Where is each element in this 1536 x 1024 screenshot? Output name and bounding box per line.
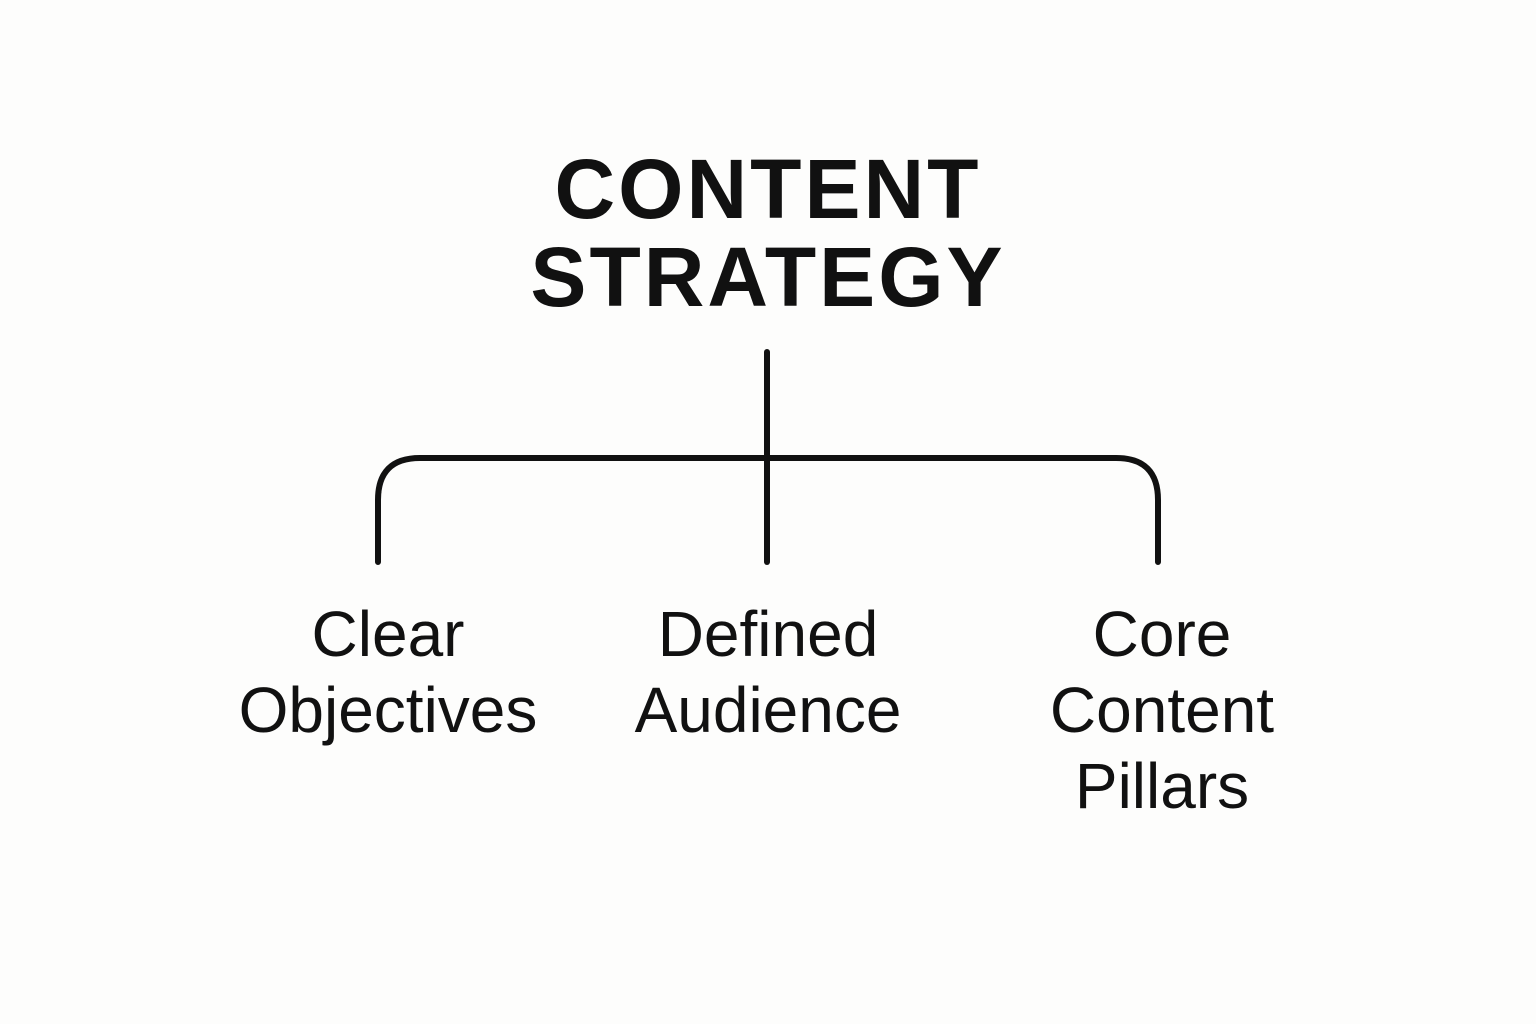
node-label-line: Core — [1092, 598, 1232, 670]
node-label-line: Pillars — [1074, 750, 1250, 822]
node-label-line: Objectives — [238, 674, 538, 746]
root-title-line-1: CONTENT — [554, 142, 982, 236]
node-label-line: Content — [1049, 674, 1275, 746]
branch-bracket — [375, 455, 1161, 565]
root-node-title: CONTENT STRATEGY — [368, 145, 1168, 321]
child-node-core-content-pillars: Core Content Pillars — [972, 596, 1352, 824]
child-node-defined-audience: Defined Audience — [578, 596, 958, 748]
child-node-clear-objectives: Clear Objectives — [198, 596, 578, 748]
node-label-line: Defined — [657, 598, 879, 670]
node-label-line: Clear — [311, 598, 465, 670]
node-label-line: Audience — [634, 674, 902, 746]
root-title-line-2: STRATEGY — [530, 230, 1006, 324]
